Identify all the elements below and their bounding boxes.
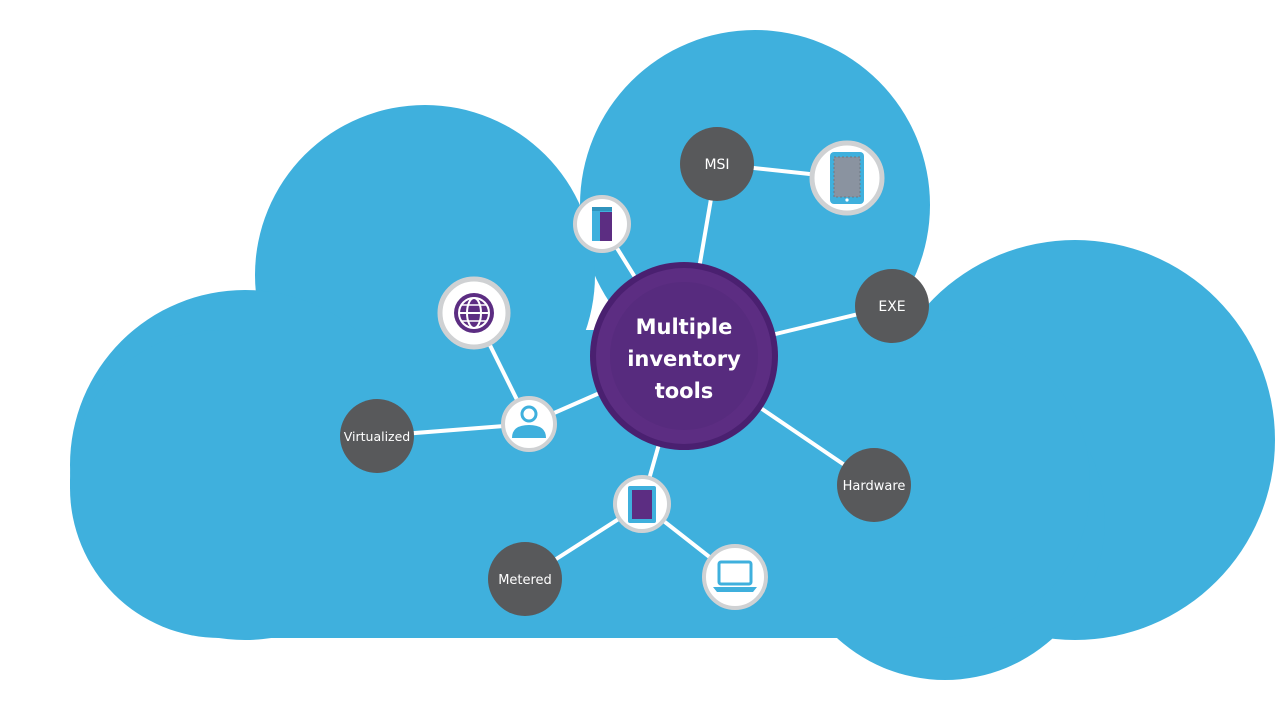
tablet-icon	[830, 152, 864, 204]
node-tablet-bottom	[613, 475, 671, 533]
node-globe	[437, 276, 511, 350]
globe-icon	[454, 293, 494, 333]
node-user	[501, 396, 557, 452]
node-tablet-top	[809, 140, 885, 216]
center-title-line-3: tools	[655, 379, 714, 403]
node-hardware: Hardware	[837, 448, 911, 522]
user-icon	[512, 405, 546, 438]
tablet-icon	[628, 486, 656, 523]
node-virtualized: Virtualized	[340, 399, 414, 473]
center-title-line-2: inventory	[627, 347, 741, 371]
center-title-line-1: Multiple	[636, 315, 733, 339]
server-icon	[592, 207, 612, 241]
node-virtualized-label: Virtualized	[344, 429, 411, 444]
laptop-icon	[713, 560, 757, 592]
node-metered: Metered	[488, 542, 562, 616]
node-server	[573, 195, 631, 253]
node-exe-label: EXE	[878, 299, 905, 315]
node-laptop	[702, 544, 768, 610]
center-node: Multiple inventory tools	[590, 262, 778, 450]
node-metered-label: Metered	[498, 573, 552, 588]
node-hardware-label: Hardware	[843, 479, 906, 494]
node-msi-label: MSI	[704, 157, 729, 173]
node-exe: EXE	[855, 269, 929, 343]
node-msi: MSI	[680, 127, 754, 201]
